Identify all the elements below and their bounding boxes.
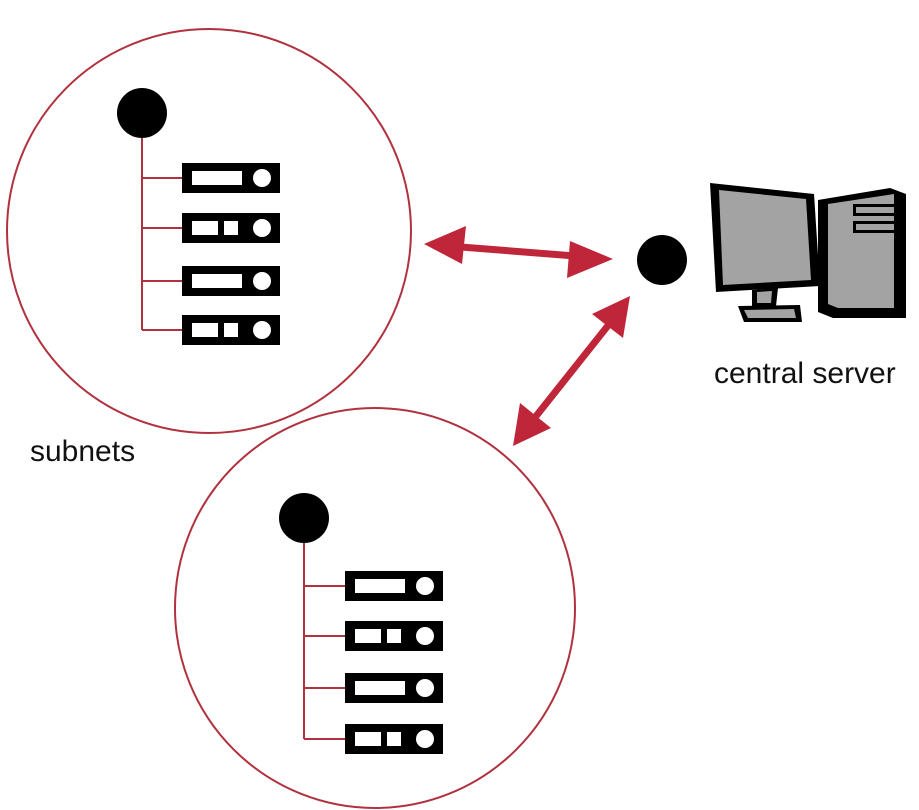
central-server (637, 183, 906, 322)
arrowhead-left-icon (424, 226, 466, 264)
central-server-label: central server (714, 357, 896, 390)
subnet-1-boundary (6, 28, 412, 434)
central-server-node (637, 235, 687, 285)
subnet-1-gateway-node (117, 88, 167, 138)
rack-server-icon (345, 724, 443, 754)
rack-server-icon (182, 315, 280, 345)
rack-server-icon (345, 621, 443, 651)
rack-server-icon (345, 571, 443, 601)
arrowhead-down-icon (513, 403, 551, 446)
subnet-2 (174, 407, 576, 809)
arrowhead-up-icon (592, 296, 630, 338)
arrowhead-right-icon (567, 241, 613, 278)
rack-server-icon (345, 673, 443, 703)
desktop-computer-icon (710, 183, 906, 322)
rack-server-icon (182, 266, 280, 296)
subnets-label: subnets (30, 435, 135, 468)
connection-arrows (424, 226, 630, 446)
rack-server-icon (182, 163, 280, 193)
rack-server-icon (182, 213, 280, 243)
arrow-subnet-1-to-central (447, 242, 589, 261)
subnet-1 (6, 28, 412, 434)
subnet-2-gateway-node (279, 493, 329, 543)
arrow-subnet-2-to-central (530, 315, 617, 423)
subnet-2-boundary (174, 407, 576, 809)
